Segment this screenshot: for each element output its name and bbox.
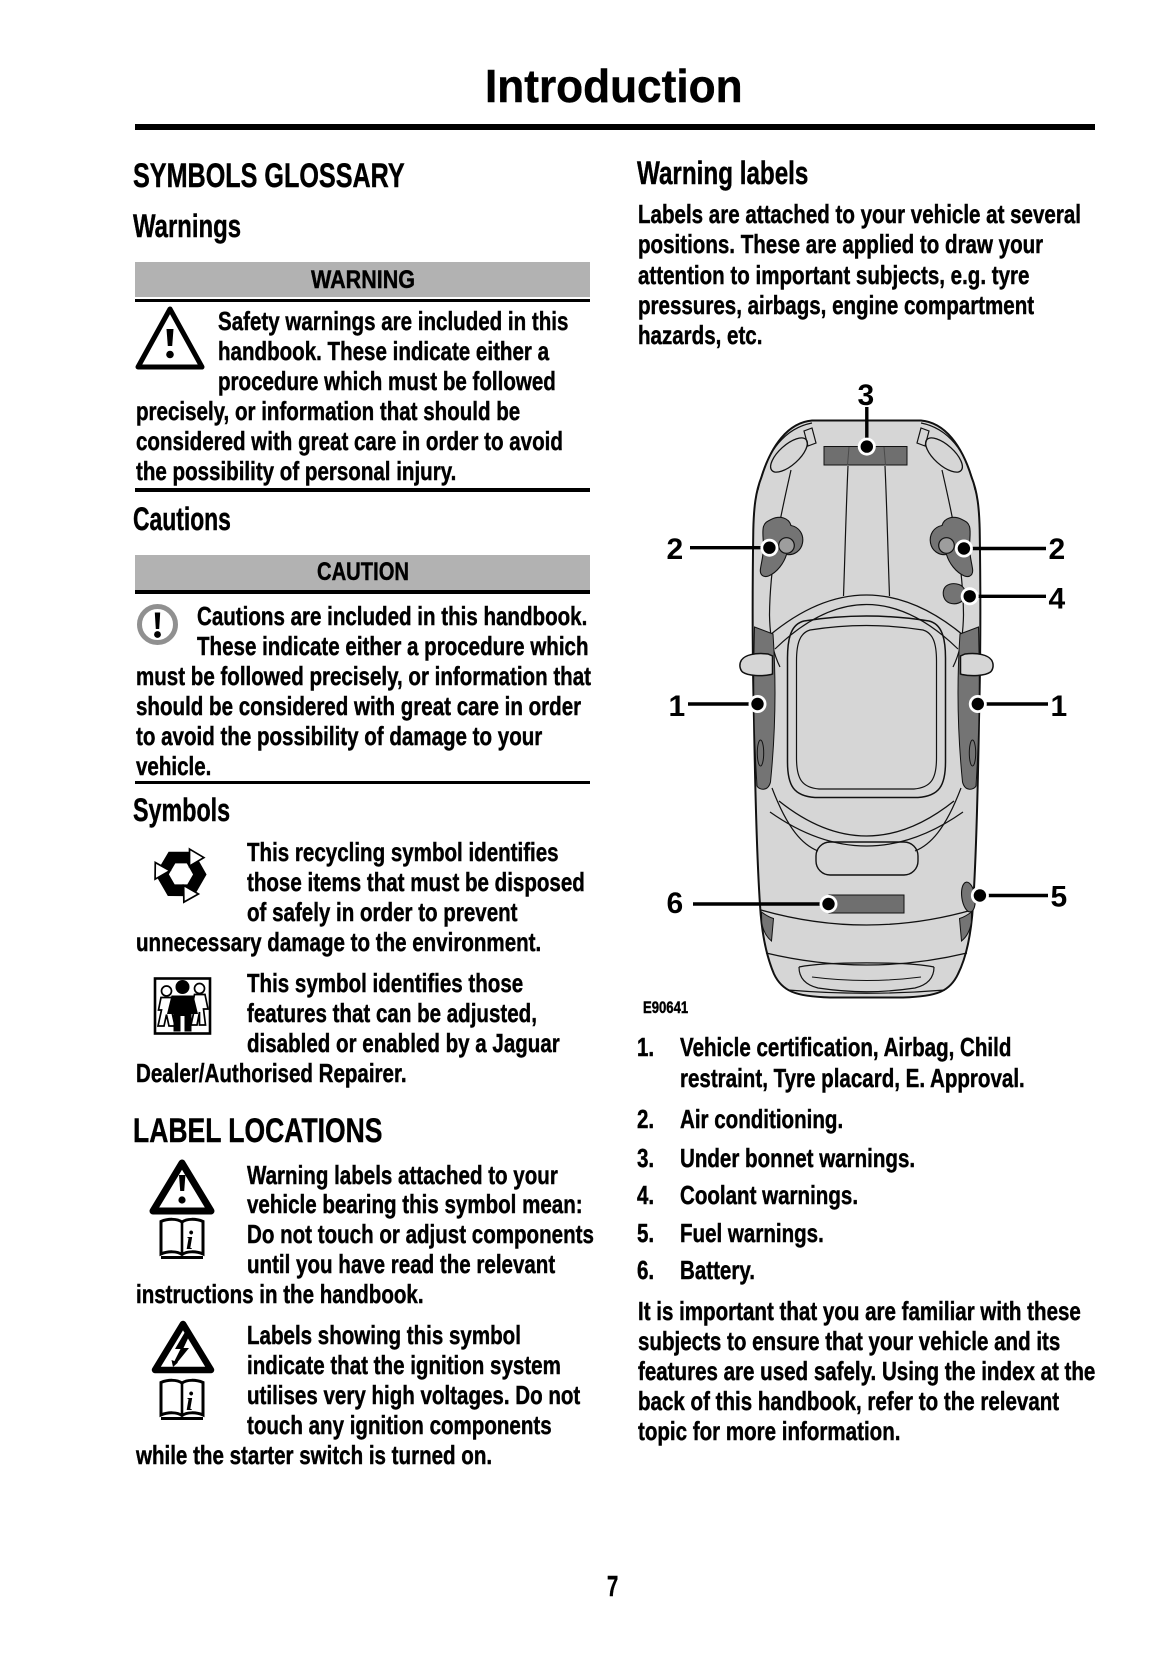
svg-text:i: i	[186, 1387, 194, 1416]
svg-text:3: 3	[858, 379, 875, 412]
svg-text:5: 5	[1051, 881, 1068, 914]
svg-text:1: 1	[669, 690, 686, 723]
svg-text:2: 2	[1049, 533, 1066, 566]
svg-text:1: 1	[1051, 690, 1068, 723]
svg-text:i: i	[186, 1226, 194, 1255]
svg-text:2: 2	[667, 533, 684, 566]
svg-text:6: 6	[667, 887, 684, 920]
svg-text:4: 4	[1049, 583, 1066, 616]
